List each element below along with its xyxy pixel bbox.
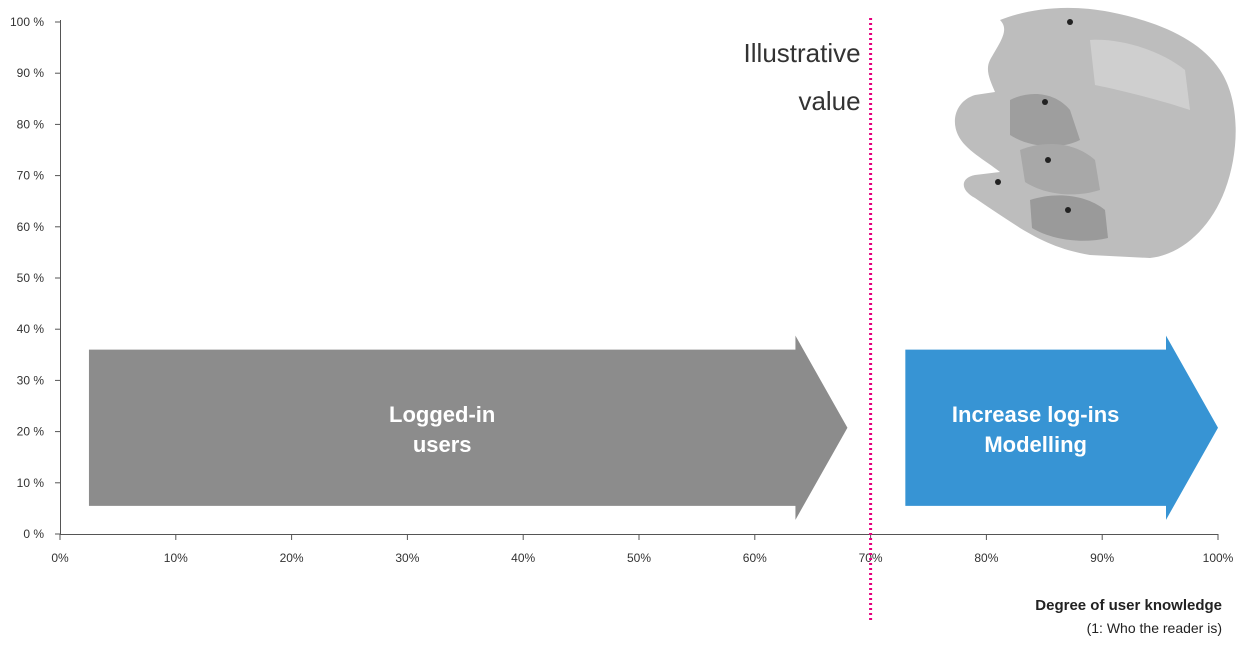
y-tick-label: 60 % [17,220,45,234]
logged-in-users-label-line1: Logged-in [389,402,495,427]
x-tick-label: 40% [511,551,535,565]
x-tick-label: 90% [1090,551,1114,565]
logged-in-users-label-line2: users [413,432,472,457]
x-axis-subtitle: (1: Who the reader is) [1087,620,1222,636]
y-tick-label: 50 % [17,271,45,285]
x-axis-title: Degree of user knowledge [1035,597,1222,614]
increase-logins-label-line2: Modelling [984,432,1087,457]
x-tick-label: 60% [743,551,767,565]
y-tick-label: 90 % [17,66,45,80]
y-tick-label: 20 % [17,425,45,439]
y-tick-label: 40 % [17,322,45,336]
x-tick-label: 10% [164,551,188,565]
x-tick-label: 30% [395,551,419,565]
marker-label-line2: value [798,86,860,116]
y-tick-label: 80 % [17,117,45,131]
y-tick-label: 30 % [17,373,45,387]
y-axis-ticks: 0 % 10 % 20 % 30 % 40 % 50 % 60 % 70 % 80 % 90 % 1… [10,15,60,541]
x-tick-label: 20% [280,551,304,565]
y-tick-label: 100 % [10,15,44,29]
logged-in-users-arrow [88,335,848,520]
y-tick-label: 10 % [17,476,45,490]
increase-logins-arrow [905,335,1218,520]
x-axis-ticks: 0%10%20%30%40%50%60%70%80%90%100% [51,534,1234,565]
robot-hand-image [954,7,1236,259]
marker-label-line1: Illustrative [744,38,861,68]
x-tick-label: 80% [974,551,998,565]
increase-logins-label-line1: Increase log-ins [952,402,1120,427]
y-tick-label: 70 % [17,169,45,183]
x-tick-label: 50% [627,551,651,565]
x-tick-label: 0% [51,551,69,565]
x-tick-label: 100% [1203,551,1234,565]
y-tick-label: 0 % [23,527,44,541]
